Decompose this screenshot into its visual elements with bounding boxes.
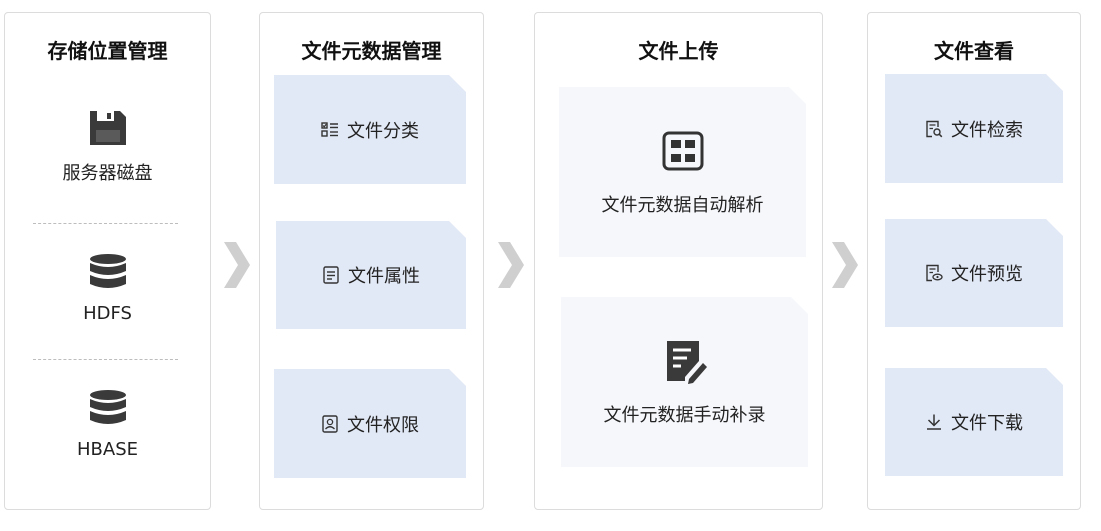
storage-item-hdfs: HDFS — [5, 253, 210, 324]
metadata-panel: 文件元数据管理 文件分类 文件属性 文件权限 — [259, 12, 484, 510]
table-grid-icon — [661, 127, 705, 175]
floppy-disk-icon — [89, 111, 126, 145]
chevron-right-icon — [498, 242, 524, 288]
storage-item-label: HDFS — [83, 303, 132, 324]
card-label: 文件权限 — [347, 414, 419, 436]
card-file-attributes[interactable]: 文件属性 — [276, 221, 466, 329]
card-file-preview[interactable]: 文件预览 — [885, 219, 1063, 327]
file-search-icon — [925, 120, 943, 138]
edit-document-icon — [663, 337, 707, 385]
card-label: 文件元数据自动解析 — [601, 195, 764, 216]
card-label: 文件下载 — [951, 413, 1023, 434]
chevron-right-icon — [224, 242, 250, 288]
database-icon — [89, 390, 126, 424]
storage-item-server-disk: 服务器磁盘 — [5, 109, 210, 185]
storage-item-hbase: HBASE — [5, 389, 210, 460]
card-label: 文件属性 — [348, 266, 420, 287]
download-icon — [925, 413, 943, 431]
view-panel-title: 文件查看 — [934, 39, 1014, 63]
storage-item-label: 服务器磁盘 — [62, 163, 153, 184]
card-file-search[interactable]: 文件检索 — [885, 74, 1063, 183]
database-icon — [89, 254, 126, 288]
metadata-panel-title: 文件元数据管理 — [301, 39, 442, 63]
card-label: 文件预览 — [951, 264, 1023, 285]
storage-panel: 存储位置管理 服务器磁盘 HDFS HBASE — [4, 12, 211, 510]
checklist-icon — [321, 121, 339, 139]
storage-panel-title: 存储位置管理 — [47, 39, 168, 63]
card-file-permissions[interactable]: 文件权限 — [274, 369, 466, 478]
file-preview-icon — [925, 264, 943, 282]
document-icon — [322, 266, 340, 284]
card-file-classification[interactable]: 文件分类 — [274, 75, 466, 184]
card-file-download[interactable]: 文件下载 — [885, 368, 1063, 476]
view-panel: 文件查看 文件检索 文件预览 文件下载 — [867, 12, 1081, 510]
divider — [33, 223, 178, 224]
divider — [33, 359, 178, 360]
chevron-right-icon — [832, 242, 858, 288]
card-auto-parse[interactable]: 文件元数据自动解析 — [559, 87, 806, 257]
card-label: 文件检索 — [951, 119, 1023, 141]
upload-panel-title: 文件上传 — [638, 39, 719, 63]
user-card-icon — [321, 415, 339, 433]
storage-item-label: HBASE — [77, 439, 138, 460]
card-label: 文件元数据手动补录 — [603, 405, 766, 426]
upload-panel: 文件上传 文件元数据自动解析 文件元数据手动补录 — [534, 12, 823, 510]
card-label: 文件分类 — [347, 120, 419, 142]
card-manual-entry[interactable]: 文件元数据手动补录 — [561, 297, 808, 467]
